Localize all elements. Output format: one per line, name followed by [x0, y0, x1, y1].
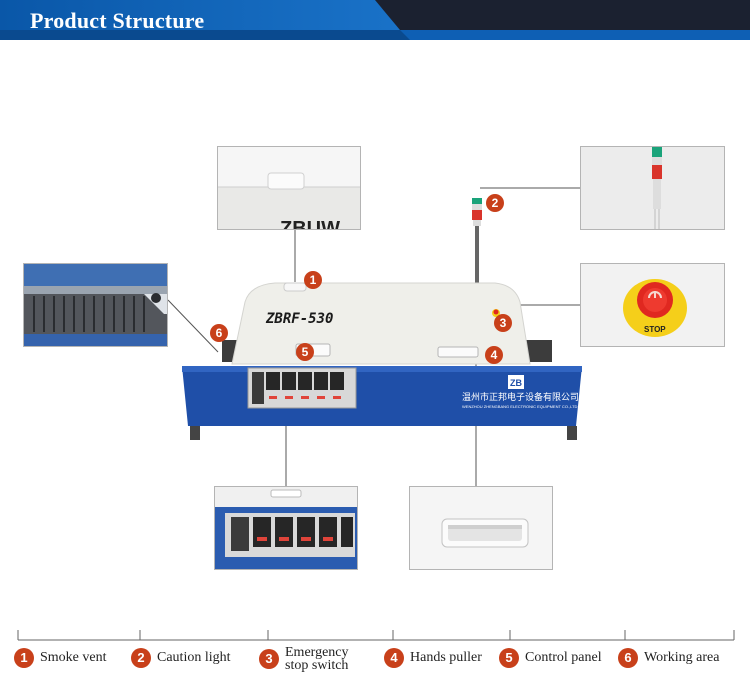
legend-label-line2: stop switch — [285, 658, 349, 673]
legend-item-working-area: 6 Working area — [618, 648, 719, 668]
legend-label-line1: Emergency — [285, 645, 349, 660]
legend-label: Hands puller — [410, 650, 482, 665]
legend-label: Smoke vent — [40, 650, 107, 665]
stop-text: STOP — [644, 325, 666, 334]
smoke-vent-closeup: ZBUW — [217, 146, 361, 230]
working-area-closeup — [23, 263, 168, 347]
header-background — [0, 0, 750, 40]
model-name: ZBRF-530 — [265, 311, 333, 327]
hands-puller-closeup — [409, 486, 553, 570]
header-banner: Product Structure — [0, 0, 750, 46]
svg-text:ZB: ZB — [510, 378, 522, 388]
legend-item-caution-light: 2 Caution light — [131, 648, 231, 668]
legend-number: 2 — [131, 648, 151, 668]
legend-label: Caution light — [157, 650, 231, 665]
svg-text:ZBRF-530: ZBRF-530 — [265, 311, 333, 327]
legend-number: 1 — [14, 648, 34, 668]
marker-hands-puller: 4 — [485, 346, 503, 364]
marker-smoke-vent: 1 — [304, 271, 322, 289]
legend-item-hands-puller: 4 Hands puller — [384, 648, 482, 668]
legend-label: Control panel — [525, 650, 602, 665]
marker-caution-light: 2 — [486, 194, 504, 212]
legend-item-smoke-vent: 1 Smoke vent — [14, 648, 107, 668]
company-logo: ZB — [510, 378, 522, 388]
control-panel-closeup — [214, 486, 358, 570]
legend-number: 6 — [618, 648, 638, 668]
marker-working-area: 6 — [210, 324, 228, 342]
legend-label: Working area — [644, 650, 720, 665]
marker-control-panel: 5 — [296, 343, 314, 361]
legend-item-control-panel: 5 Control panel — [499, 648, 602, 668]
legend-label: Emergency stop switch — [285, 645, 349, 673]
legend-number: 5 — [499, 648, 519, 668]
company-name-en: WENZHOU ZHENGBANG ELECTRONIC EQUIPMENT C… — [462, 404, 578, 409]
caution-light-closeup — [580, 146, 725, 230]
marker-emergency-stop: 3 — [494, 314, 512, 332]
svg-text:STOP: STOP — [644, 325, 666, 334]
emergency-stop-closeup: STOP — [580, 263, 725, 347]
svg-text:WENZHOU ZHENGBANG ELECTRONIC E: WENZHOU ZHENGBANG ELECTRONIC EQUIPMENT C… — [462, 404, 578, 409]
partial-brand-text: ZBUW — [280, 218, 340, 230]
svg-text:温州市正邦电子设备有限公司: 温州市正邦电子设备有限公司 — [462, 391, 579, 403]
legend-item-emergency-stop: 3 Emergency stop switch — [259, 645, 349, 673]
page-title: Product Structure — [30, 8, 205, 33]
company-name-cn: 温州市正邦电子设备有限公司 — [462, 391, 579, 403]
svg-text:ZBUW: ZBUW — [280, 218, 340, 230]
legend-number: 3 — [259, 649, 279, 669]
legend-number: 4 — [384, 648, 404, 668]
